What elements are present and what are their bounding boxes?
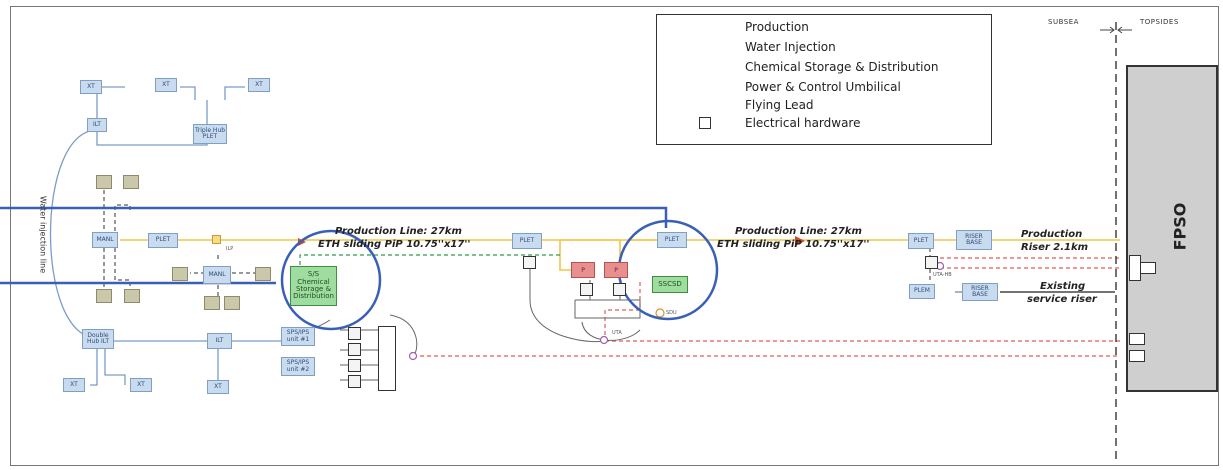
xt-box: XT: [130, 378, 152, 392]
production-line-1-length: Production Line: 27km: [335, 226, 462, 237]
legend: Production Water Injection Chemical Stor…: [656, 14, 992, 145]
plet-box: PLET: [908, 233, 934, 249]
existing-riser-arrow: [1000, 291, 1115, 293]
hardware-block: [96, 289, 112, 303]
riser-base-production: RISER BASE: [956, 230, 992, 250]
existing-riser-label-2: service riser: [1027, 294, 1097, 305]
subsea-label: SUBSEA: [1048, 18, 1079, 26]
existing-riser-label-1: Existing: [1040, 281, 1086, 292]
ilp-node: [212, 235, 221, 244]
electrical-hardware: [348, 359, 361, 372]
diagram-frame: [10, 6, 1219, 466]
legend-label: Power & Control Umbilical: [745, 80, 901, 94]
electrical-hardware-icon: [699, 117, 711, 129]
legend-item-chemical: Chemical Storage & Distribution: [657, 59, 987, 75]
chemical-storage-box: S/S Chemical Storage & Distribution: [290, 266, 337, 306]
red-module: P: [571, 262, 595, 278]
fpso-label: FPSO: [1170, 202, 1190, 251]
xt-box: XT: [80, 80, 102, 94]
electrical-hardware: [613, 283, 626, 296]
legend-label: Production: [745, 20, 809, 34]
electrical-hardware: [523, 256, 536, 269]
electrical-hardware: [348, 327, 361, 340]
triple-hub-plet: Triple Hub PLET: [193, 124, 227, 144]
production-line-label-2: Production Line: 27km: [735, 226, 862, 237]
legend-label: Chemical Storage & Distribution: [745, 60, 939, 74]
sdu-circle: [655, 308, 665, 318]
legend-item-electrical: Electrical hardware: [657, 115, 987, 131]
xt-box: XT: [207, 380, 229, 394]
ilp-label: ILP: [226, 246, 234, 252]
fpso-connector: [1129, 350, 1145, 362]
hardware-block: [96, 175, 112, 189]
plet-box: PLET: [148, 233, 178, 248]
plem-box: PLEM: [909, 284, 935, 299]
hardware-block: [204, 296, 220, 310]
uta-hb-label: UTA-HB: [933, 272, 952, 278]
double-hub-ilt: Double Hub ILT: [82, 329, 114, 349]
plet-box: PLET: [657, 232, 687, 248]
legend-label: Electrical hardware: [745, 116, 861, 130]
legend-item-production: Production: [657, 19, 987, 35]
legend-label: Water Injection: [745, 40, 836, 54]
legend-label: Flying Lead: [745, 98, 814, 112]
boundary-arrows: [1100, 26, 1132, 34]
xt-box: XT: [248, 78, 270, 92]
chemical-lines: [299, 254, 560, 265]
production-line-pipe-2: ETH sliding PiP 10.75''x17'': [717, 239, 870, 250]
legend-item-water-injection: Water Injection: [657, 39, 987, 55]
electrical-hardware: [348, 343, 361, 356]
legend-item-umbilical: Power & Control Umbilical: [657, 79, 987, 95]
hardware-block: [123, 175, 139, 189]
electrical-hardware: [580, 283, 593, 296]
umbilical-lines: [413, 257, 1120, 357]
red-module: P: [604, 262, 628, 278]
hardware-block: [172, 267, 188, 281]
electrical-hardware: [925, 256, 938, 269]
ilt-box: ILT: [207, 333, 232, 349]
sdu-label: SDU: [666, 310, 677, 316]
topsides-label: TOPSIDES: [1140, 18, 1179, 26]
production-line-label-1: Production Line: 27km: [333, 226, 462, 238]
legend-item-flying-lead: Flying Lead: [657, 97, 987, 113]
hardware-block: [224, 296, 240, 310]
hardware-block: [124, 289, 140, 303]
riser-base-existing: RISER BASE: [962, 283, 998, 301]
distribution-unit: [378, 326, 396, 391]
xt-box: XT: [155, 78, 177, 92]
uta-label: UTA: [612, 330, 622, 336]
ilt-box: ILT: [87, 118, 107, 132]
hardware-block: [255, 267, 271, 281]
production-riser-label-2: Riser 2.1km: [1021, 242, 1089, 253]
connection-points: [408, 261, 945, 361]
production-line-pipe-1: ETH sliding PiP 10.75''x17'': [318, 239, 471, 250]
manifold-box: MANL: [203, 266, 231, 284]
xt-box: XT: [63, 378, 85, 392]
sps-unit-1: SPS/IPS unit #1: [281, 327, 315, 346]
sps-unit-2: SPS/IPS unit #2: [281, 357, 315, 376]
sscsd-box: SSCSD: [652, 276, 688, 293]
manifold-box: MANL: [92, 232, 118, 248]
plet-box: PLET: [512, 233, 542, 249]
fpso-connector: [1129, 333, 1145, 345]
fpso-connector: [1140, 262, 1156, 274]
water-injection-label: Water injection line: [38, 195, 48, 274]
electrical-hardware: [348, 375, 361, 388]
production-riser-label-1: Production: [1021, 229, 1083, 240]
